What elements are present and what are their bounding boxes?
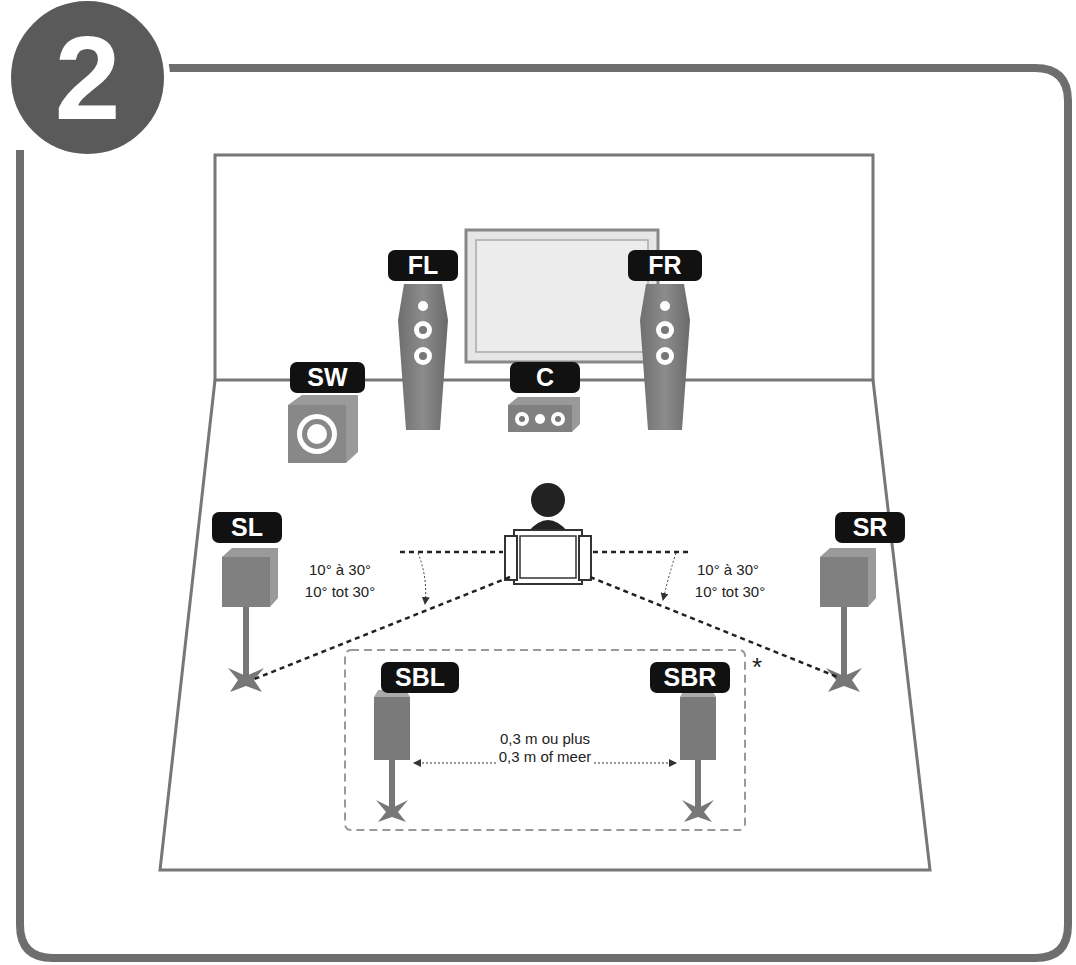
speaker-tag: FR [628, 250, 702, 281]
angle-label: 10° à 30° [306, 561, 374, 579]
surround-right-speaker [820, 548, 876, 692]
floor [160, 380, 930, 870]
speaker-tag: FL [388, 250, 458, 281]
angle-label: 10° à 30° [694, 561, 762, 579]
surround-back-left-speaker [374, 690, 410, 822]
surround-left-speaker [222, 548, 278, 692]
subwoofer [288, 395, 358, 463]
speaker-tag: SBR [650, 662, 730, 693]
node-text: C [536, 365, 554, 390]
listener [505, 483, 591, 584]
node-text: SR [853, 515, 888, 540]
angle-label: 10° tot 30° [692, 583, 768, 601]
dimension-label: 0,3 m ou plus [500, 730, 590, 748]
surround-back-right-speaker [680, 690, 716, 822]
node-text: SBL [395, 665, 445, 690]
node-text: SBR [664, 665, 717, 690]
tv-screen [476, 240, 648, 352]
node-text: SW [307, 365, 347, 390]
node-text: SL [231, 515, 263, 540]
step-badge: 2 [5, 0, 170, 160]
front-right-speaker [640, 284, 690, 430]
node-text: FR [648, 253, 681, 278]
center-speaker [508, 397, 580, 432]
angle-label: 10° tot 30° [302, 583, 378, 601]
speaker-tag: SBL [381, 662, 459, 693]
frame [20, 68, 1068, 958]
node-text: 2 [55, 10, 121, 146]
angle-arcs [418, 553, 676, 604]
dimension-label: 0,3 m of meer [496, 748, 595, 766]
speaker-tag: C [510, 362, 580, 393]
speaker-tag: SR [835, 512, 905, 543]
footnote-mark: * [752, 652, 762, 683]
tv [466, 230, 658, 362]
angle-guides [252, 552, 840, 680]
node-text: FL [408, 253, 439, 278]
back-wall [215, 155, 873, 380]
speaker-tag: SW [290, 362, 365, 393]
front-left-speaker [398, 284, 448, 430]
speaker-tag: SL [212, 512, 282, 543]
optional-group-box [345, 650, 745, 830]
